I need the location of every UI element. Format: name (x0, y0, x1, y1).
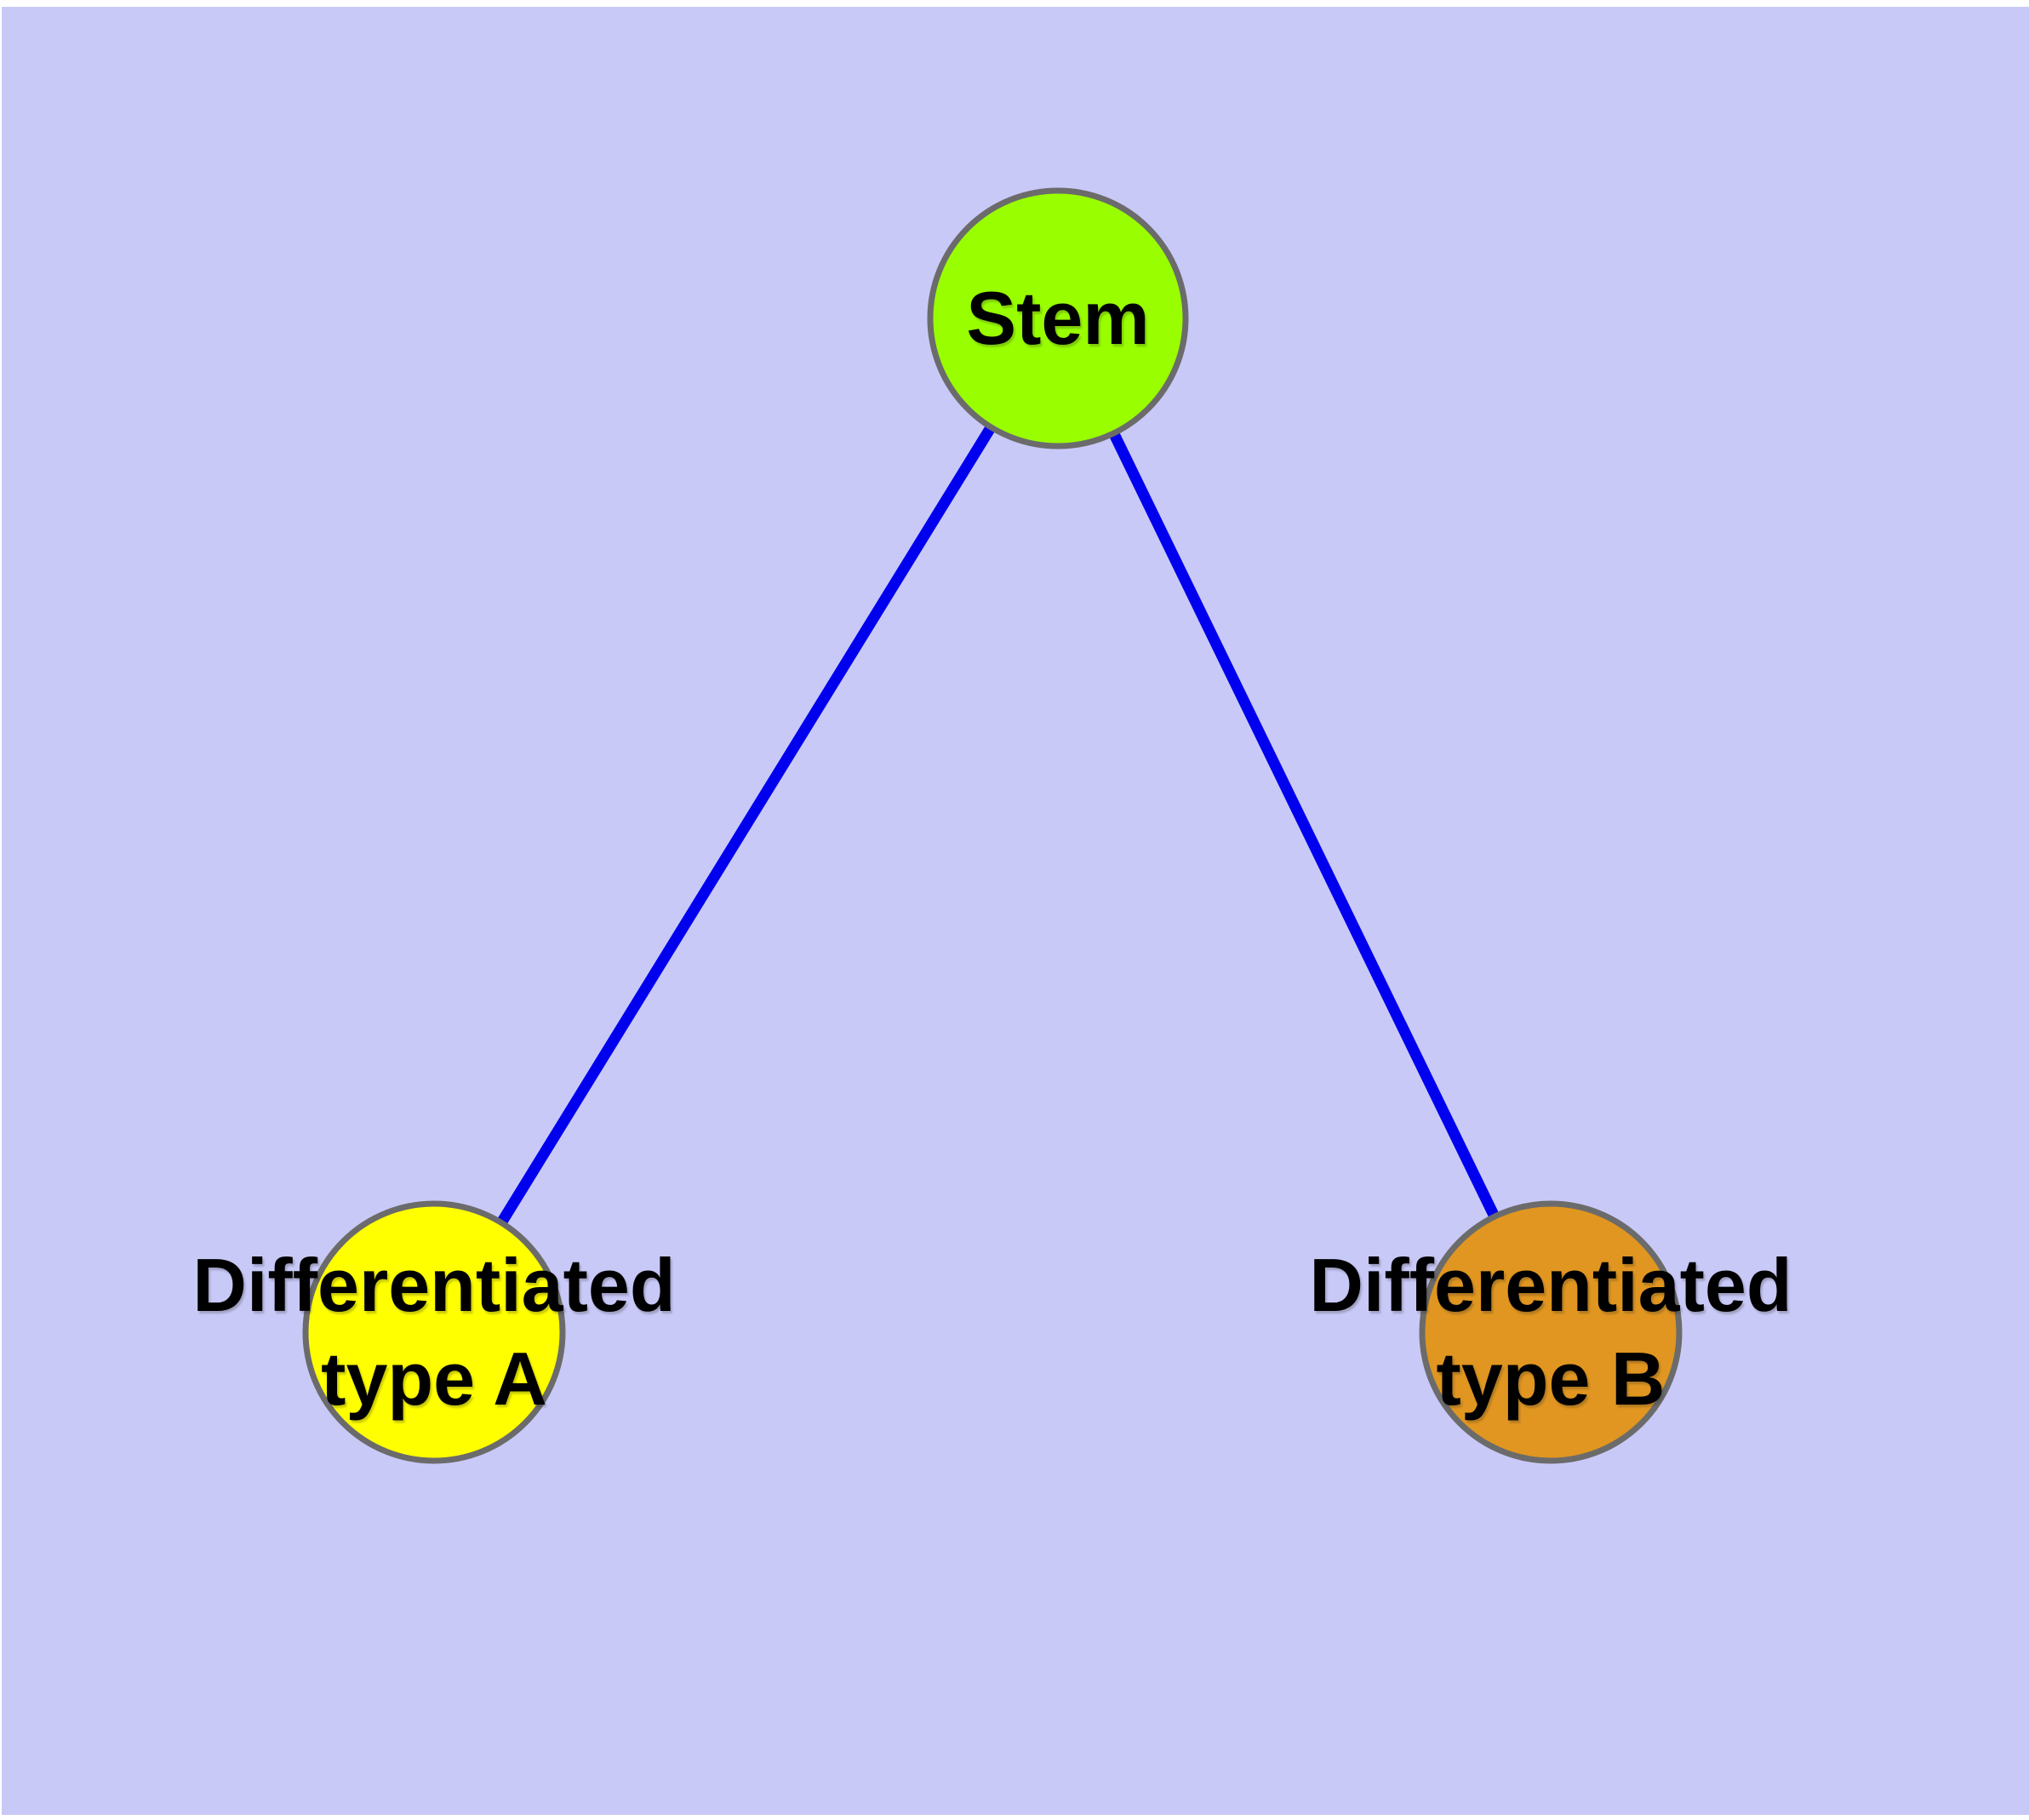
node-circle-stem (927, 187, 1189, 449)
node-label-line: Differentiated (192, 1243, 676, 1327)
edge-stem-to-differentiated-type-a (429, 315, 1063, 1336)
edge-stem-to-differentiated-type-b (1053, 316, 1556, 1335)
node-circle-differentiated-type-a (302, 1200, 566, 1464)
node-label-stem: Stem (966, 272, 1149, 365)
node-label-line: type A (321, 1336, 547, 1421)
node-label-line: type B (1436, 1336, 1666, 1421)
node-label-differentiated-type-a: Differentiated type A (192, 1239, 675, 1426)
node-circle-differentiated-type-b (1419, 1200, 1683, 1464)
node-label-line: Stem (966, 276, 1150, 360)
node-label-line: Differentiated (1309, 1243, 1792, 1327)
node-label-differentiated-type-b: Differentiated type B (1309, 1239, 1792, 1426)
